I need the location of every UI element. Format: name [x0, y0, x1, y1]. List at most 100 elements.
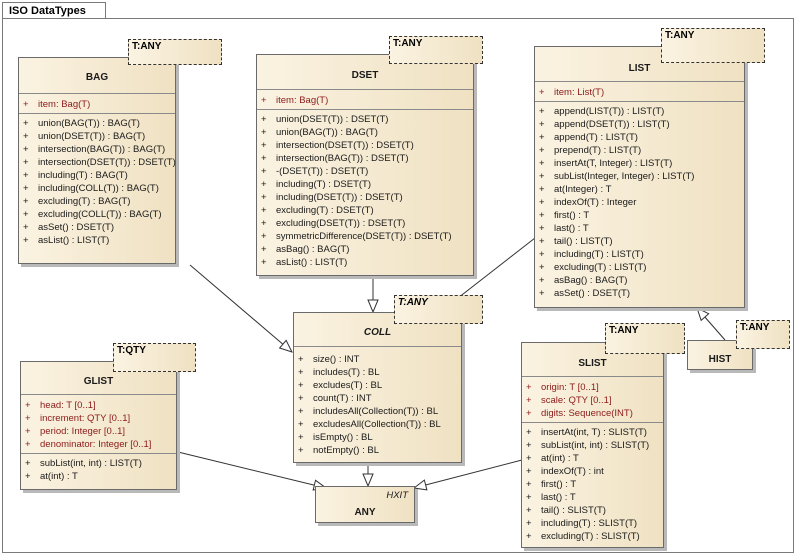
operation-row: +excludes(T) : BL: [298, 380, 383, 391]
operation-row: +asList() : LIST(T): [23, 235, 110, 246]
class-coll[interactable]: COLL +size() : INT +includes(T) : BL +ex…: [293, 312, 462, 463]
operation-row: +excluding(DSET(T)) : DSET(T): [261, 218, 406, 229]
operation-compartment: +insertAt(int, T) : SLIST(T) +subList(in…: [522, 423, 663, 546]
operation-row: +excluding(T) : LIST(T): [539, 262, 647, 273]
class-any[interactable]: HXIT ANY: [315, 486, 415, 523]
operation-compartment: +union(DSET(T)) : DSET(T) +union(BAG(T))…: [257, 110, 473, 272]
bag-to-coll-generalization: [189, 264, 292, 352]
attribute-row: +denominator: Integer [0..1]: [25, 439, 152, 450]
package-tab[interactable]: ISO DataTypes: [2, 2, 106, 18]
template-parameter-dset: T:ANY: [389, 36, 483, 64]
operation-row: +excluding(T) : BAG(T): [23, 196, 131, 207]
class-name: BAG: [85, 72, 109, 83]
operation-row: +append(LIST(T)) : LIST(T): [539, 106, 665, 117]
operation-row: +first() : T: [526, 479, 577, 490]
attribute-row: +digits: Sequence(INT): [526, 408, 633, 419]
operation-row: +indexOf(T) : Integer: [539, 197, 637, 208]
operation-row: +asSet() : DSET(T): [539, 288, 631, 299]
class-name: COLL: [363, 327, 392, 338]
operation-row: +size() : INT: [298, 354, 360, 365]
operation-row: +intersection(BAG(T)) : DSET(T): [261, 153, 409, 164]
class-bag[interactable]: BAG +item: Bag(T) +union(BAG(T)) : BAG(T…: [18, 57, 176, 264]
template-parameter-list: T:ANY: [661, 28, 765, 63]
class-glist[interactable]: GLIST +head: T [0..1] +increment: QTY [0…: [20, 361, 177, 490]
operation-compartment: +union(BAG(T)) : BAG(T) +union(DSET(T)) …: [19, 114, 176, 250]
slist-to-any-generalization: [414, 459, 523, 488]
class-dset[interactable]: DSET +item: Bag(T) +union(DSET(T)) : DSE…: [256, 54, 474, 276]
operation-row: +asBag() : BAG(T): [261, 244, 350, 255]
operation-row: +asSet() : DSET(T): [23, 222, 115, 233]
operation-row: +union(BAG(T)) : BAG(T): [23, 118, 140, 129]
operation-compartment: +size() : INT +includes(T) : BL +exclude…: [294, 347, 461, 460]
attribute-row: +item: Bag(T): [23, 99, 91, 110]
operation-row: +indexOf(T) : int: [526, 466, 604, 477]
operation-row: +includesAll(Collection(T)) : BL: [298, 406, 439, 417]
operation-row: +including(T) : DSET(T): [261, 179, 372, 190]
operation-row: +intersection(DSET(T)) : DSET(T): [261, 140, 414, 151]
operation-row: +asBag() : BAG(T): [539, 275, 628, 286]
attribute-compartment: +item: List(T): [535, 82, 744, 102]
operation-row: +subList(int, int) : LIST(T): [25, 458, 142, 469]
operation-row: +union(DSET(T)) : DSET(T): [261, 114, 389, 125]
operation-row: +includes(T) : BL: [298, 367, 380, 378]
class-name: DSET: [351, 70, 379, 81]
operation-row: +excluding(COLL(T)) : BAG(T): [23, 209, 162, 220]
operation-row: +excludesAll(Collection(T)) : BL: [298, 419, 441, 430]
operation-row: +including(T) : BAG(T): [23, 170, 128, 181]
operation-row: +excluding(T) : DSET(T): [261, 205, 374, 216]
operation-row: +including(T) : SLIST(T): [526, 518, 638, 529]
glist-to-any-generalization: [177, 451, 326, 488]
operation-row: +insertAt(int, T) : SLIST(T): [526, 427, 647, 438]
operation-compartment: +append(LIST(T)) : LIST(T) +append(DSET(…: [535, 102, 744, 303]
operation-row: +including(DSET(T)) : DSET(T): [261, 192, 403, 203]
operation-row: +tail() : LIST(T): [539, 236, 613, 247]
operation-row: +first() : T: [539, 210, 590, 221]
class-name: LIST: [628, 63, 651, 74]
operation-row: +intersection(DSET(T)) : DSET(T): [23, 157, 176, 168]
operation-row: +at(int) : T: [25, 471, 78, 482]
hist-to-list-generalization: [697, 308, 726, 341]
template-parameter-hist: T:ANY: [736, 320, 790, 349]
class-slist[interactable]: SLIST +origin: T [0..1] +scale: QTY [0..…: [521, 342, 664, 548]
class-name: SLIST: [578, 358, 607, 369]
attribute-compartment: +head: T [0..1] +increment: QTY [0..1] +…: [21, 395, 176, 454]
operation-row: +union(DSET(T)) : BAG(T): [23, 131, 146, 142]
attribute-row: +origin: T [0..1]: [526, 382, 599, 393]
attribute-row: +period: Integer [0..1]: [25, 426, 126, 437]
operation-row: +including(COLL(T)) : BAG(T): [23, 183, 159, 194]
attribute-compartment: +item: Bag(T): [257, 90, 473, 110]
operation-row: +append(DSET(T)) : LIST(T): [539, 119, 670, 130]
class-name: GLIST: [83, 376, 114, 387]
operation-row: +notEmpty() : BL: [298, 445, 379, 456]
operation-row: +at(int) : T: [526, 453, 579, 464]
operation-row: +symmetricDifference(DSET(T)) : DSET(T): [261, 231, 452, 242]
stereotype-label: HXIT: [386, 490, 408, 501]
operation-row: +subList(Integer, Integer) : LIST(T): [539, 171, 695, 182]
template-parameter-bag: T:ANY: [128, 39, 222, 65]
operation-row: +last() : T: [539, 223, 589, 234]
attribute-row: +item: List(T): [539, 87, 605, 98]
operation-row: +union(BAG(T)) : BAG(T): [261, 127, 378, 138]
operation-compartment: +subList(int, int) : LIST(T) +at(int) : …: [21, 454, 176, 486]
operation-row: +tail() : SLIST(T): [526, 505, 606, 516]
operation-row: +intersection(BAG(T)) : BAG(T): [23, 144, 166, 155]
operation-row: +at(Integer) : T: [539, 184, 612, 195]
attribute-compartment: +item: Bag(T): [19, 94, 175, 114]
operation-row: +including(T) : LIST(T): [539, 249, 644, 260]
operation-row: +insertAt(T, Integer) : LIST(T): [539, 158, 673, 169]
attribute-row: +item: Bag(T): [261, 95, 329, 106]
operation-row: +isEmpty() : BL: [298, 432, 373, 443]
operation-row: +last() : T: [526, 492, 576, 503]
template-parameter-coll: T:ANY: [394, 295, 483, 324]
class-name: ANY: [354, 507, 376, 518]
operation-row: +append(T) : LIST(T): [539, 132, 638, 143]
operation-row: +-(DSET(T)) : DSET(T): [261, 166, 369, 177]
operation-row: +prepend(T) : LIST(T): [539, 145, 642, 156]
template-parameter-slist: T:ANY: [605, 323, 685, 354]
attribute-row: +scale: QTY [0..1]: [526, 395, 612, 406]
attribute-row: +increment: QTY [0..1]: [25, 413, 131, 424]
operation-row: +subList(int, int) : SLIST(T): [526, 440, 650, 451]
class-list[interactable]: LIST +item: List(T) +append(LIST(T)) : L…: [534, 46, 745, 308]
attribute-row: +head: T [0..1]: [25, 400, 96, 411]
